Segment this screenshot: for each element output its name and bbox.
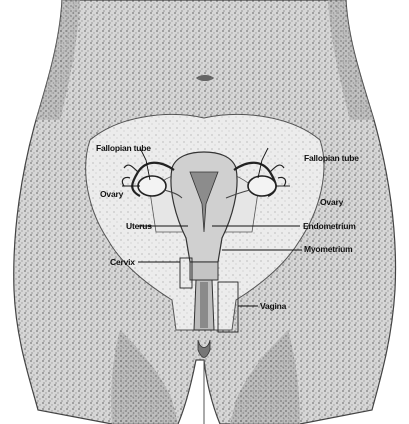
ovary-left-shape [138,176,166,196]
label-fallopian-tube-left: Fallopian tube [96,144,151,153]
label-vagina: Vagina [260,302,286,311]
ovary-right-shape [248,176,276,196]
label-uterus: Uterus [126,222,152,231]
label-ovary-right: Ovary [320,198,343,207]
cervix-shape [190,262,218,280]
label-myometrium: Myometrium [304,245,353,254]
label-ovary-left: Ovary [100,190,123,199]
label-endometrium: Endometrium [303,222,356,231]
label-fallopian-tube-right: Fallopian tube [304,154,359,163]
label-cervix: Cervix [110,258,135,267]
